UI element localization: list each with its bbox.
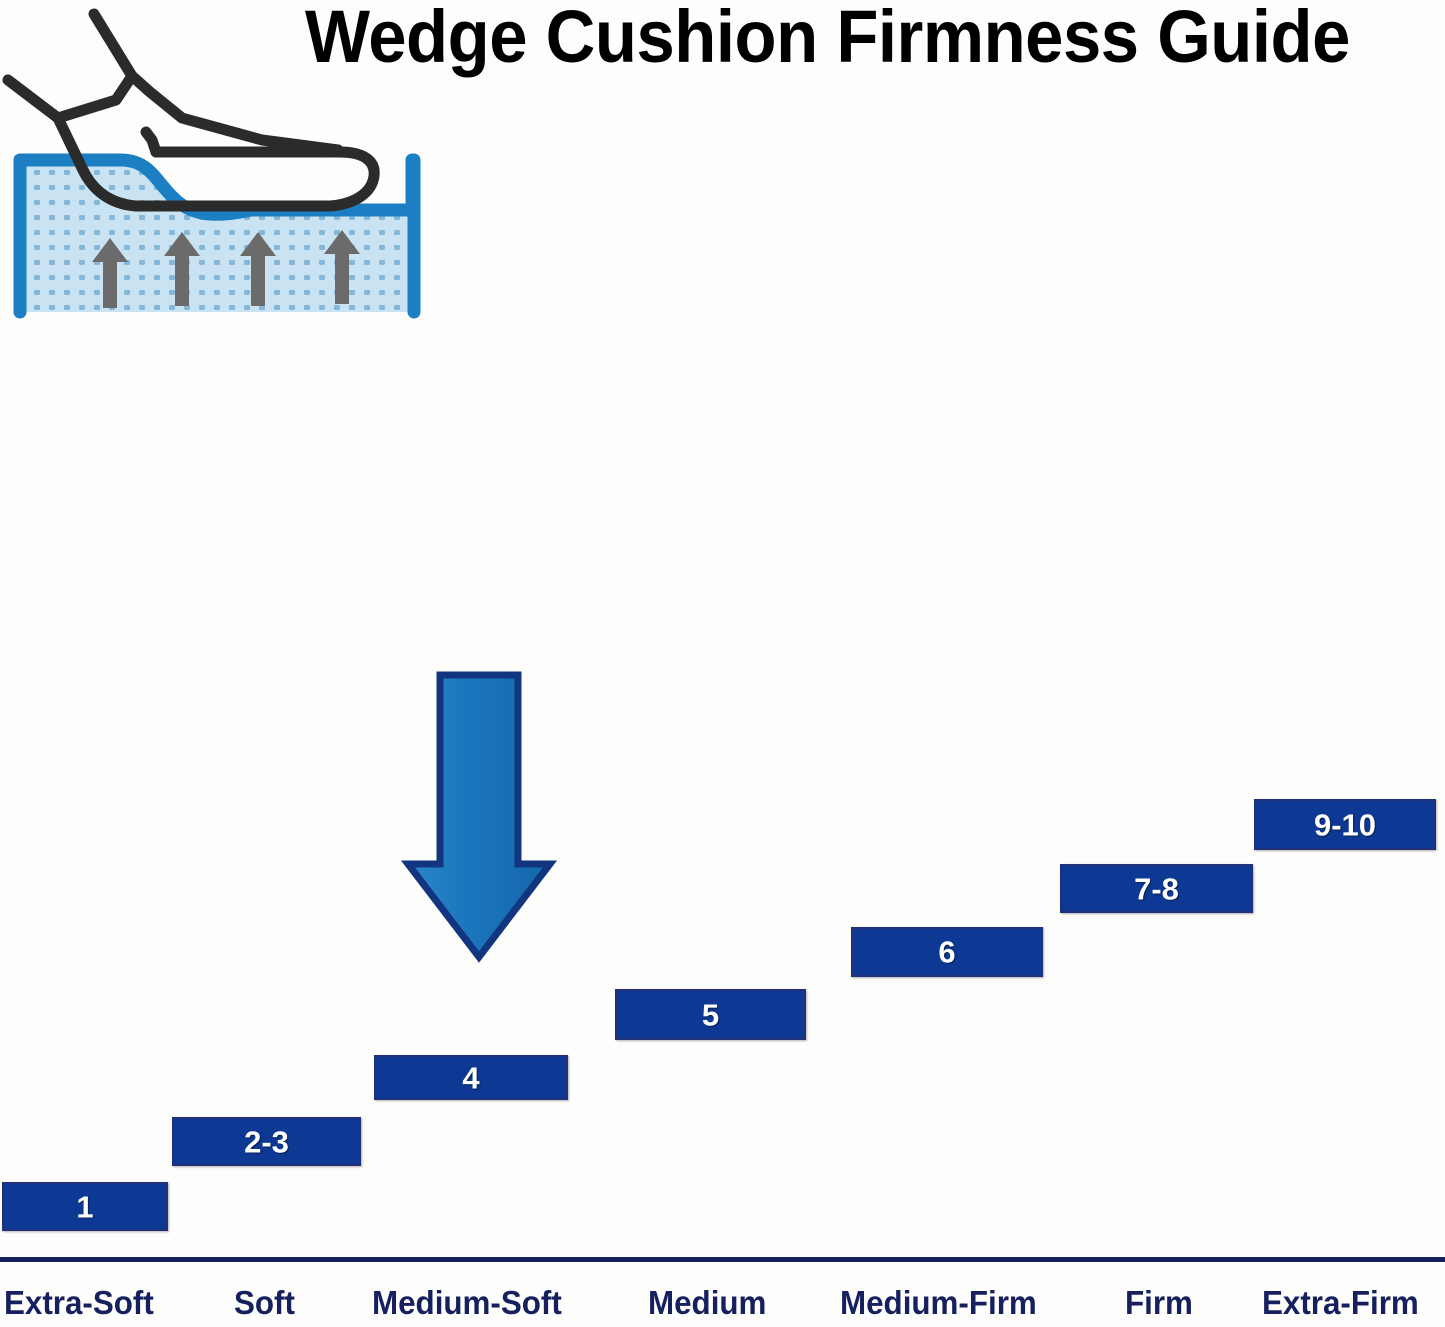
bar-medium-firm	[851, 927, 1043, 977]
down-arrow-shape	[400, 671, 558, 963]
selection-arrow-icon	[370, 668, 565, 968]
bar-soft	[172, 1117, 361, 1166]
support-arrows	[92, 230, 360, 308]
bar-value-label: 4	[462, 1060, 480, 1095]
x-axis-line	[0, 1257, 1445, 1262]
axis-label-extra-firm: Extra-Firm	[1262, 1284, 1419, 1321]
axis-label-firm: Firm	[1125, 1284, 1193, 1321]
leg-outline	[2, 8, 380, 212]
bar-firm	[1060, 864, 1253, 913]
cushion-left-edge	[13, 153, 127, 319]
bar-value-label: 7-8	[1134, 871, 1179, 906]
axis-label-medium-firm: Medium-Firm	[840, 1284, 1037, 1321]
bar-value-label: 9-10	[1313, 807, 1377, 842]
axis-label-extra-soft: Extra-Soft	[4, 1284, 154, 1321]
cushion-texture	[14, 155, 420, 312]
bar-extra-soft	[2, 1182, 168, 1231]
axis-label-medium: Medium	[648, 1284, 767, 1321]
axis-label-medium-soft: Medium-Soft	[372, 1284, 562, 1321]
bar-value-label: 1	[76, 1189, 94, 1224]
axis-label-soft: Soft	[234, 1284, 295, 1321]
bar-value-label: 6	[938, 934, 956, 970]
cushion-right-edge	[405, 153, 421, 319]
bar-extra-firm	[1254, 799, 1436, 850]
page-title: Wedge Cushion Firmness Guide	[305, 0, 1350, 78]
bar-medium	[615, 989, 806, 1040]
bar-medium-soft	[374, 1055, 568, 1100]
leg-on-wedge-cushion-icon	[0, 0, 440, 330]
bar-value-label: 5	[701, 997, 720, 1032]
bar-value-label: 2-3	[244, 1124, 289, 1159]
